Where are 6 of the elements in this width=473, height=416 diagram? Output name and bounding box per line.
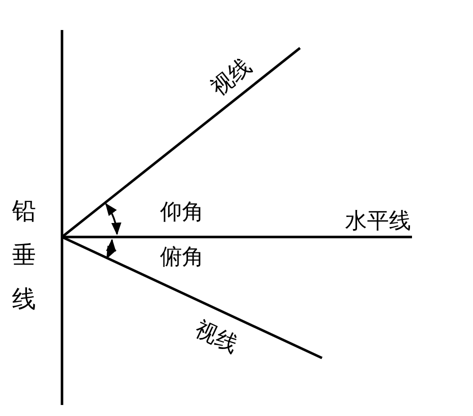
line-label: 视线 xyxy=(208,56,256,100)
line-label: 视线 xyxy=(191,318,241,358)
line-label: 水平线 xyxy=(345,211,411,233)
angle-label: 仰角 xyxy=(160,202,204,224)
line-label: 铅垂线 xyxy=(12,196,36,315)
angle-label: 俯角 xyxy=(160,247,204,269)
